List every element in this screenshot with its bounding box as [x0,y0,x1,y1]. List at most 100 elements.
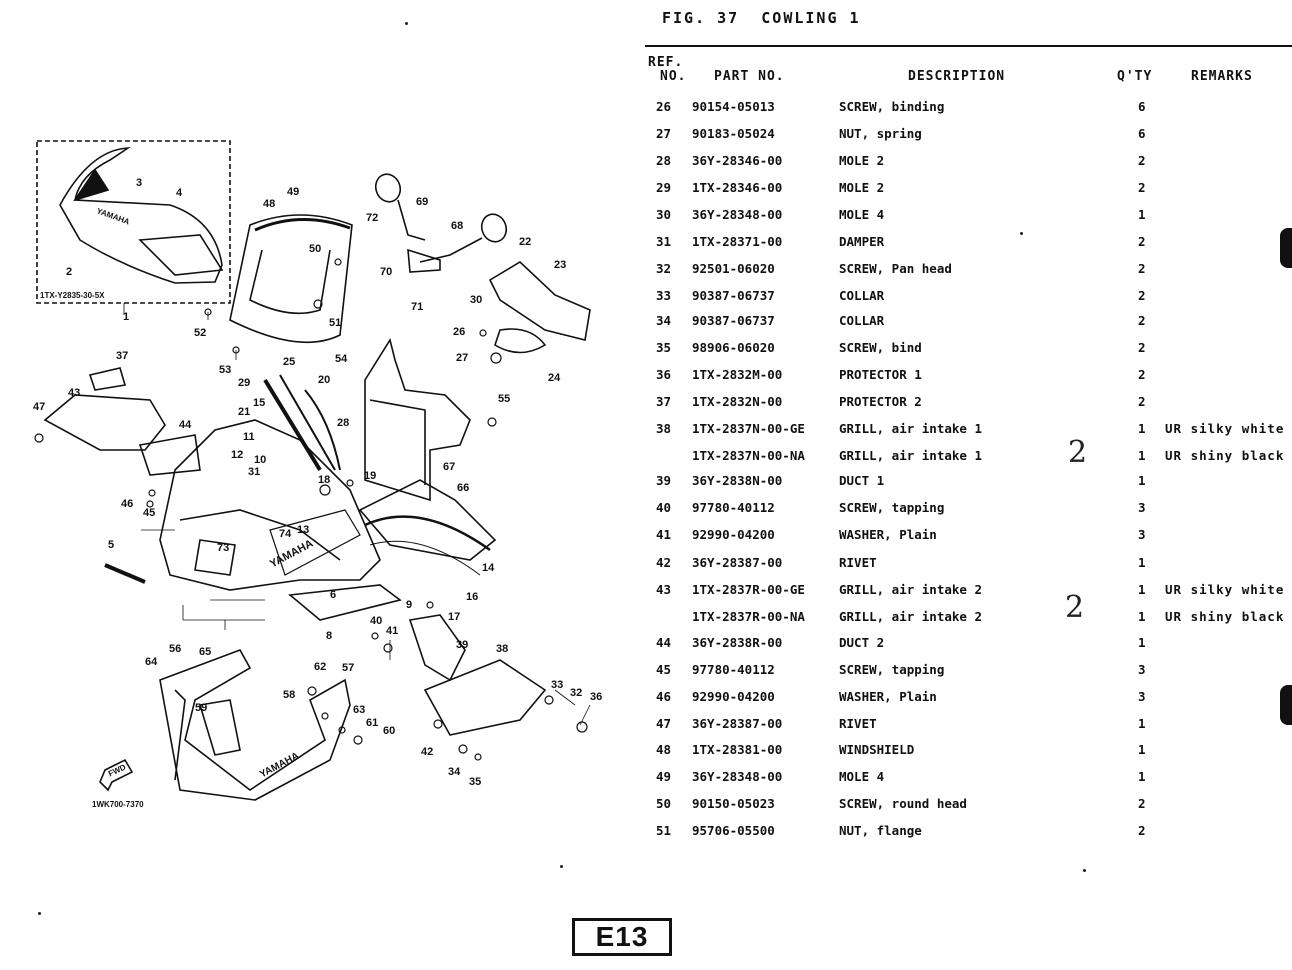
description: DUCT 2 [839,635,885,650]
ref-no: 32 [656,261,672,276]
description: PROTECTOR 1 [839,367,922,382]
description: NUT, flange [839,823,922,838]
remarks: UR silky white [1165,582,1285,597]
grill-intake [423,659,547,736]
inset-cowl [59,147,223,284]
ref-no: 40 [656,500,672,515]
callout: 4 [176,187,183,199]
callout: 55 [498,393,511,405]
ref-no: 34 [656,313,672,328]
exploded-diagram: 1TX-Y2835-30-5X 1WK700-7370 FWD YAMAHA Y… [0,0,640,970]
part-no: 1TX-2837R-00-NA [692,609,805,624]
description: MOLE 4 [839,769,885,784]
description: SCREW, Pan head [839,261,952,276]
description: SCREW, round head [839,796,967,811]
callout: 72 [366,212,379,224]
duct [408,614,466,682]
description: RIVET [839,555,877,570]
quantity: 2 [1138,153,1146,168]
quantity: 3 [1138,662,1146,677]
part-no: 92990-04200 [692,527,775,542]
ref-no: 27 [656,126,672,141]
description: SCREW, bind [839,340,922,355]
callout: 28 [337,417,350,429]
description: SCREW, binding [839,99,945,114]
description: MOLE 2 [839,153,885,168]
part-no: 1TX-2832M-00 [692,367,783,382]
part-no: 36Y-28387-00 [692,716,783,731]
drawing-code: 1WK700-7370 [92,800,144,809]
ref-no: 42 [656,555,672,570]
callout: 20 [318,374,331,386]
callout: 51 [329,317,342,329]
callout: 39 [456,639,469,651]
ref-no: 47 [656,716,672,731]
callout: 40 [370,615,383,627]
quantity: 2 [1138,313,1146,328]
ref-no: 41 [656,527,672,542]
quantity: 1 [1138,555,1146,570]
callout: 19 [364,470,377,482]
callout: 41 [386,625,399,637]
callout: 48 [263,198,276,210]
scan-speck [560,865,563,868]
part-no: 92501-06020 [692,261,775,276]
quantity: 1 [1138,716,1146,731]
callout: 25 [283,356,296,368]
scan-speck [405,22,408,25]
mirror-left [374,173,402,203]
ref-no: 33 [656,288,672,303]
page-number: E13 [572,918,672,956]
part-no: 36Y-28346-00 [692,153,783,168]
description: WINDSHIELD [839,742,915,757]
callout: 62 [314,661,327,673]
remarks: UR shiny black [1165,448,1285,463]
part-no: 36Y-28387-00 [692,555,783,570]
callout: 32 [570,687,583,699]
callout: 63 [353,704,366,716]
part-no: 98906-06020 [692,340,775,355]
description: GRILL, air intake 2 [839,609,982,624]
description: DUCT 1 [839,473,885,488]
quantity: 6 [1138,126,1146,141]
callout: 65 [199,646,212,658]
callout: 59 [195,702,208,714]
callout: 50 [309,243,322,255]
ref-no: 26 [656,99,672,114]
callout: 54 [335,353,348,365]
quantity: 3 [1138,689,1146,704]
callout: 68 [451,220,464,232]
callout: 38 [496,643,509,655]
table-row: 47 36Y-28387-00 RIVET 1 [0,716,1292,736]
ref-no: 46 [656,689,672,704]
part-no: 90183-05024 [692,126,775,141]
protector [88,367,127,391]
callout: 34 [448,766,461,778]
quantity: 3 [1138,527,1146,542]
callout: 74 [279,528,292,540]
ref-no: 35 [656,340,672,355]
cowling-drawing [34,140,591,801]
part-no: 36Y-28348-00 [692,769,783,784]
callout: 1 [123,311,130,323]
scan-speck [38,912,41,915]
description: GRILL, air intake 1 [839,421,982,436]
grill-left [43,394,166,451]
description: RIVET [839,716,877,731]
part-no: 1TX-2837N-00-NA [692,448,805,463]
callout: 14 [482,562,495,574]
callout: 45 [143,507,156,519]
part-no: 36Y-2838R-00 [692,635,783,650]
table-row: 42 36Y-28387-00 RIVET 1 [0,555,1292,575]
ref-no: 49 [656,769,672,784]
inner-panel [358,479,497,561]
part-no: 1TX-28371-00 [692,234,783,249]
